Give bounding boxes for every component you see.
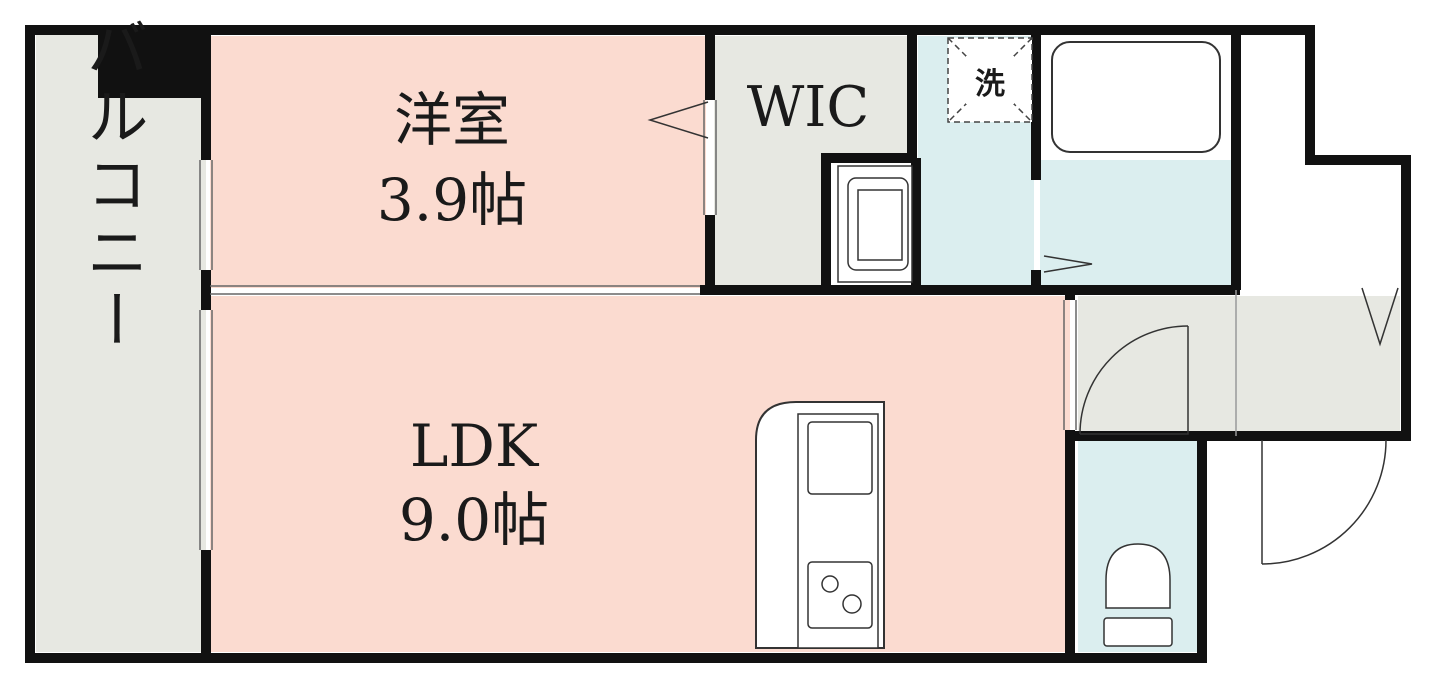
hallway-area — [1078, 296, 1400, 432]
washer-space — [947, 37, 1033, 123]
burner-icon — [821, 575, 839, 593]
ldk-name: LDK — [410, 412, 540, 480]
washer-label: 洗 — [975, 67, 1005, 102]
wash-basin — [837, 165, 913, 283]
wic-area — [714, 36, 912, 286]
bathroom-area — [1040, 160, 1232, 286]
bathtub — [1051, 41, 1221, 153]
ldk-area — [210, 296, 1070, 652]
door-swings — [647, 101, 1399, 565]
kitchen-sink — [807, 421, 873, 495]
burner-icon — [842, 594, 862, 614]
window-lines — [199, 100, 1237, 550]
western-room-name: 洋室 — [394, 86, 510, 154]
western-room-size: 3.9帖 — [377, 166, 527, 234]
wic-label: WIC — [747, 75, 870, 140]
walls — [25, 25, 1411, 663]
western-room-area — [210, 36, 706, 288]
balcony-pillar — [98, 30, 206, 98]
balcony-label: バルコニー — [76, 16, 149, 356]
kitchen-counter — [755, 401, 885, 649]
cooktop — [807, 561, 873, 629]
balcony-area — [36, 34, 206, 652]
toilet-fixture — [1103, 543, 1173, 647]
ldk-size: 9.0帖 — [399, 486, 549, 554]
